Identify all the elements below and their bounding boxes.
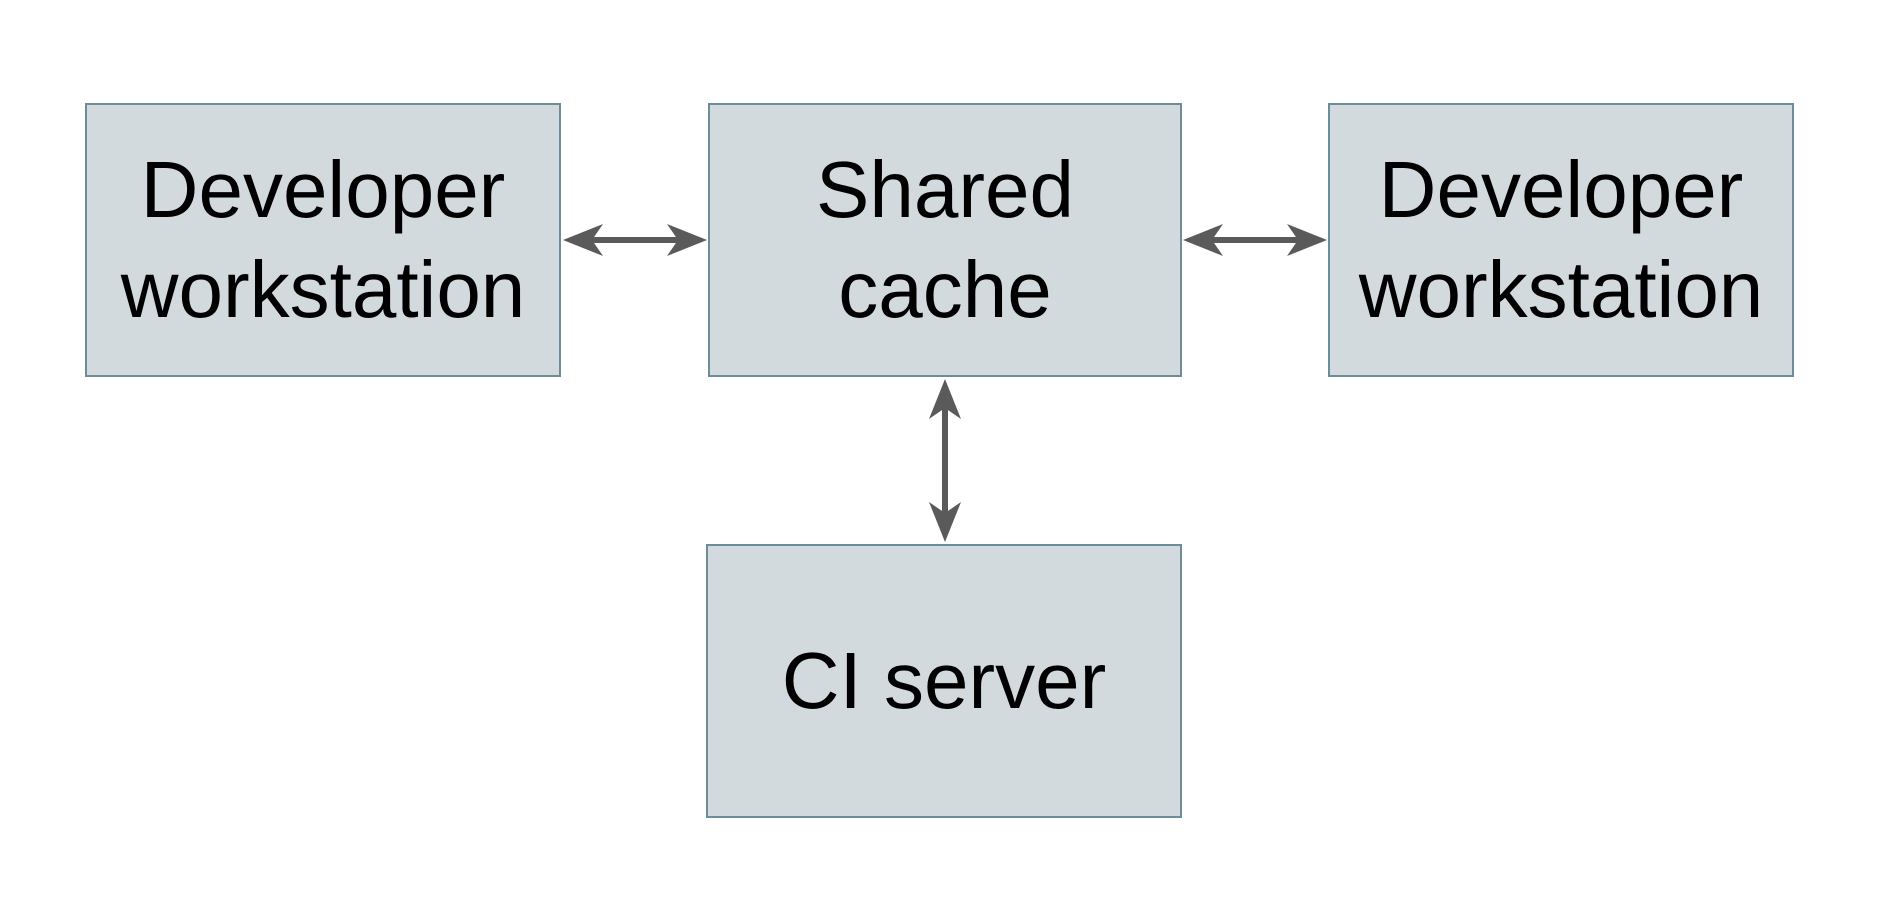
node-ci-server: CI server — [706, 544, 1182, 818]
node-label: Developer workstation — [1358, 145, 1764, 334]
node-label: Shared cache — [816, 145, 1074, 334]
node-developer-workstation-right: Developer workstation — [1328, 103, 1794, 377]
bidirectional-arrow-shared-cache-ci-server — [929, 379, 961, 542]
node-shared-cache: Shared cache — [708, 103, 1182, 377]
bidirectional-arrow-shared-cache-workstation-right — [1183, 224, 1327, 256]
node-label: Developer workstation — [120, 145, 526, 334]
node-developer-workstation-left: Developer workstation — [85, 103, 561, 377]
bidirectional-arrow-workstation-left-shared-cache — [563, 224, 707, 256]
node-label: CI server — [781, 636, 1107, 725]
